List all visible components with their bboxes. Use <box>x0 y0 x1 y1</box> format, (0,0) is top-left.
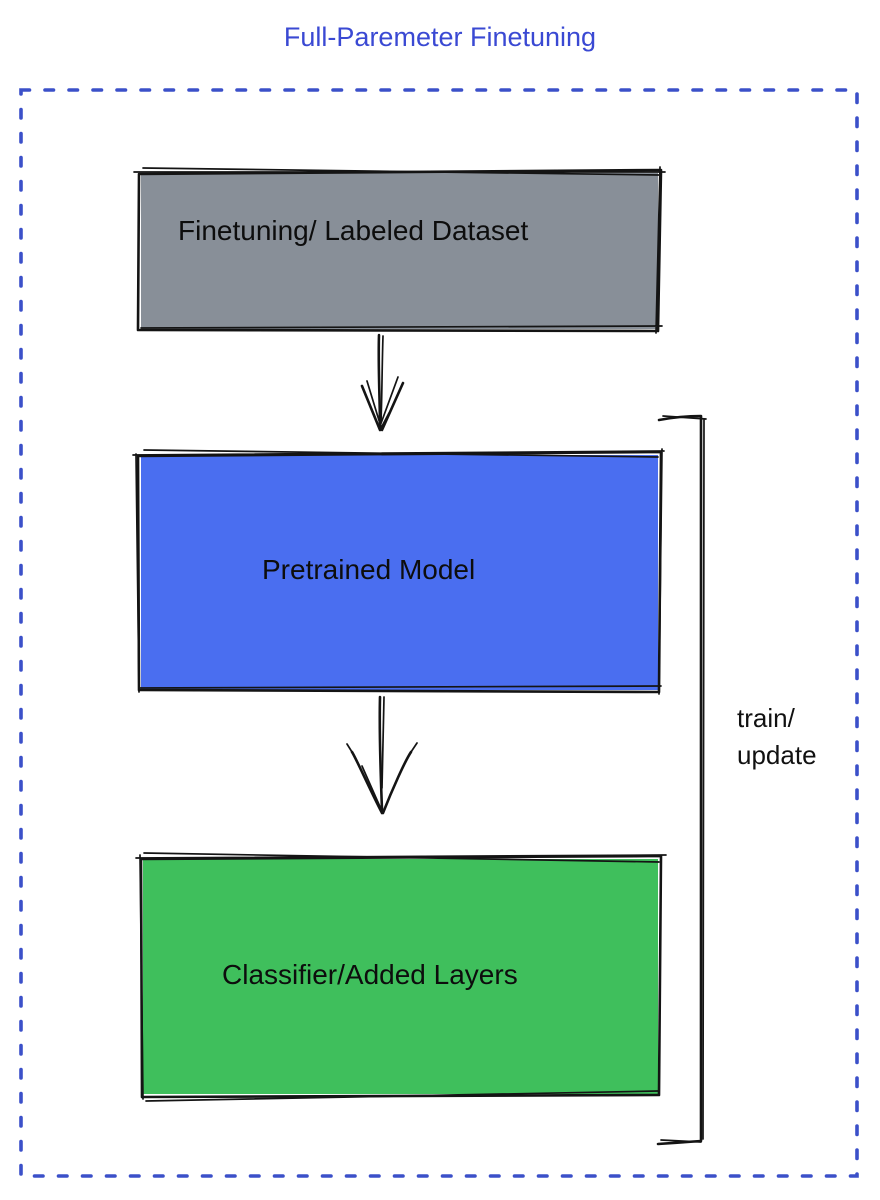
dataset-box-overdraw <box>133 166 666 334</box>
arrow-pretrained-to-classifier <box>346 695 418 815</box>
classifier-box <box>135 852 667 1102</box>
pretrained-box-fill <box>141 455 658 690</box>
classifier-box-fill <box>143 859 658 1094</box>
pretrained-box <box>132 448 665 695</box>
train-update-bracket <box>656 414 707 1146</box>
classifier-box-overdraw <box>135 852 667 1102</box>
dataset-box-fill <box>141 173 658 329</box>
bracket-label: train/ update <box>737 700 817 774</box>
dotted-container-border <box>19 88 859 1178</box>
dataset-box <box>133 166 666 334</box>
bracket-label-line2: update <box>737 740 817 770</box>
pretrained-box-overdraw <box>132 448 665 695</box>
bracket-label-line1: train/ <box>737 703 795 733</box>
arrow-dataset-to-pretrained <box>360 333 405 432</box>
diagram-title: Full-Paremeter Finetuning <box>283 22 597 52</box>
classifier-box-label: Classifier/Added Layers <box>222 959 518 990</box>
pretrained-box-label: Pretrained Model <box>262 554 476 585</box>
dataset-box-label: Finetuning/ Labeled Dataset <box>178 215 529 246</box>
